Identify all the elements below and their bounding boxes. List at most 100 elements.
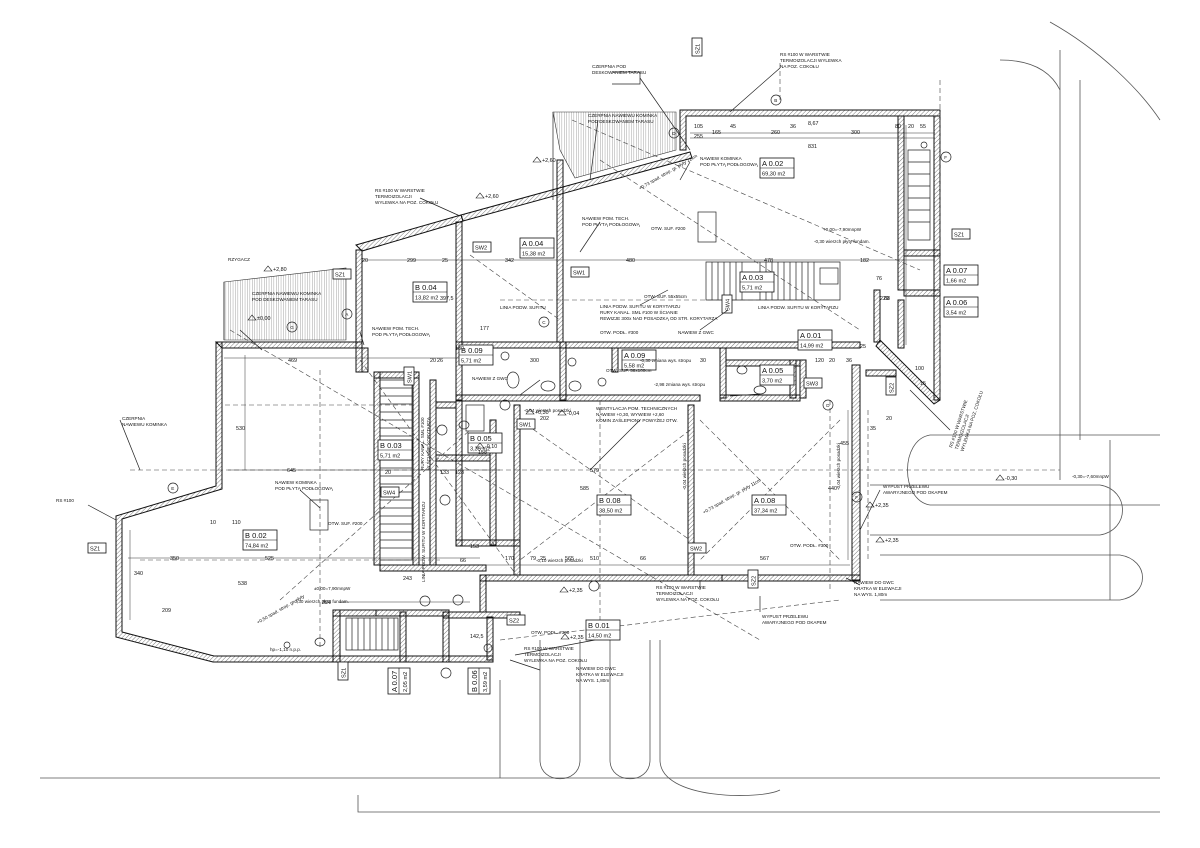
room-area: 2,05 m2	[403, 672, 409, 692]
note-nawiew-z-gwc-a: NAWIEW Z GWC	[472, 376, 508, 381]
room-code: B 0.02	[245, 531, 267, 540]
note-line: -0,04 wierzch posadzki	[836, 443, 841, 490]
note-line: NAWIEW DO GWC	[576, 666, 617, 671]
dimension-value: 585	[580, 486, 589, 492]
note-line: LINIA PODW. SUFITU W KORYTARZU	[421, 502, 426, 582]
dimension-value: 342	[505, 258, 514, 264]
dimension-value: 30	[700, 358, 706, 364]
note-wys-stropu: -0,30 zmiana wys. stropu	[640, 358, 692, 363]
note-line: WYPUST PRZELEWU	[762, 614, 808, 619]
note-line: POD PŁYTĄ PODŁOGOWĄ	[700, 162, 759, 167]
note-line: CZERPNIA	[122, 416, 146, 421]
note-wierzch-posadzki-d: -0,04 wierzch posadzki	[836, 443, 841, 490]
dimension-value: 153	[470, 544, 479, 550]
dimension-value: 36	[846, 358, 852, 364]
dimension-value: 120	[815, 358, 824, 364]
note-line: -0,04 wierzch posadzki	[524, 408, 571, 413]
room-code: A 0.05	[762, 366, 783, 375]
note-line: WYLEWKA NA POZ. COKOŁU	[375, 200, 438, 205]
dimension-value: 20	[430, 358, 436, 364]
room-code: A 0.07	[390, 671, 399, 692]
dimension-value: 525	[265, 556, 274, 562]
room-area: 14,99 m2	[800, 344, 823, 350]
note-otw-suf-200-a: OTW. SUF. #200	[651, 226, 686, 231]
dimension-value: 68	[884, 296, 890, 302]
room-area: 13,82 m2	[415, 296, 438, 302]
exterior-walls	[115, 109, 941, 663]
dimension-value: 25	[442, 258, 448, 264]
note-rs-100-left: RS #100	[56, 498, 74, 503]
note-line: WYLEWKA NA POZ. COKOŁU	[524, 658, 587, 663]
wall-tag-sw1: SW1	[516, 418, 536, 430]
dimension-value: 538	[238, 581, 247, 587]
note-line: OTW. PODŁ. #300	[531, 630, 570, 635]
note-otw-suf-200-b: OTW. SUF. #200	[328, 521, 363, 526]
note-line: OTW. PODŁ. #300	[790, 543, 829, 548]
level-value: -0,04	[567, 411, 579, 417]
room-code: A 0.01	[800, 331, 821, 340]
terrace-top	[552, 111, 677, 179]
note-line: NAWIEW POM. TECH.	[372, 326, 419, 331]
note-line: -0,30=-7,60mnpW	[1072, 474, 1110, 479]
room-code: A 0.02	[762, 159, 783, 168]
room-area: 1,66 m2	[946, 279, 966, 285]
dimension-value: 645	[287, 468, 296, 474]
note-line: +0,00=-7,90mnpW	[823, 227, 862, 232]
stairs-b01	[345, 617, 399, 651]
dimension-value: 15	[920, 381, 926, 387]
note-line: OTW. SUF. #200	[328, 521, 363, 526]
note-line: ±0,00=7,90mnpW	[314, 586, 351, 591]
level-value: ±0,00	[257, 316, 270, 322]
note-line: NA WYS. 1,80m	[854, 592, 887, 597]
note-rzygacz: RZYGACZ	[228, 257, 250, 262]
bubble-letter: E	[171, 486, 174, 491]
dimension-value: 165	[712, 130, 721, 136]
dimension-value: 177	[480, 326, 489, 332]
note-line: LINIA PODW. SUFITU	[500, 305, 546, 310]
bubble-letter: A	[345, 312, 349, 317]
wall-tag-text: SZ2	[890, 383, 896, 393]
note-line: POD PŁYTĄ PODŁOGOWĄ	[372, 332, 431, 337]
dimension-value: 25	[540, 556, 546, 562]
note-line: WENTYLACJA POM. TECHNICZNYCH	[596, 406, 677, 411]
note-line: POD DESKOWANIEM TARASU	[252, 297, 318, 302]
wall-tag-text: SZ1	[954, 233, 964, 239]
level-value: +2,35	[570, 635, 584, 641]
dimension-value: 55	[920, 124, 926, 130]
room-label-a-0-03: A 0.035,71 m2	[739, 271, 775, 293]
dimension-value: 105	[694, 124, 703, 130]
wall-tag-sz1: SZ1	[87, 542, 107, 554]
dimension-value: 300	[851, 130, 860, 136]
note-wierzch-plyty-b: -0,30 wierzch płyty fundam.	[293, 599, 349, 604]
dimension-value: 440	[828, 486, 837, 492]
room-area: 38,50 m2	[599, 509, 622, 515]
room-code: A 0.07	[946, 266, 967, 275]
note-line: -0,10 wierzch posadzki	[536, 558, 583, 563]
wall-tag-text: SZ2	[752, 576, 758, 586]
note-nawiew-z-gwc-b: NAWIEW Z GWC	[678, 330, 714, 335]
level-markers: +2,60+2,60+2,35+2,35+2,35+2,35±0,00-0,04…	[247, 156, 1017, 641]
wall-tag-sz2: SZ2	[506, 614, 526, 626]
leader-lines	[87, 67, 951, 671]
wall-tag-text: SW4	[726, 299, 732, 311]
bubble-letter: B	[774, 98, 777, 103]
dimension-value: 170	[505, 556, 514, 562]
dims-b04-row: 469	[288, 358, 297, 364]
note-hp-bottom: hp=-1,10 n.p.p.	[270, 647, 301, 652]
dimension-value: 209	[162, 608, 171, 614]
note-line: WYPUST PRZELEWU	[883, 484, 929, 489]
